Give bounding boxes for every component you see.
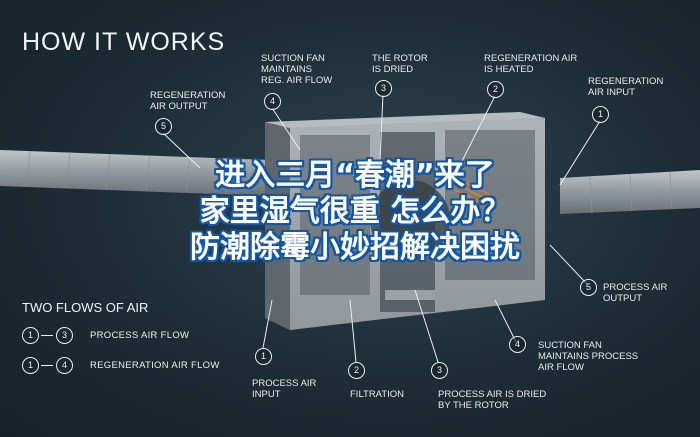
label-process-input: PROCESS AIR INPUT: [252, 378, 317, 400]
label-regen-heated: REGENERATION AIR IS HEATED: [484, 53, 578, 75]
flow-from-marker: 1: [22, 357, 39, 374]
flow-row-process: 1 3 PROCESS AIR FLOW: [22, 327, 282, 345]
marker-1-bottom: 1: [255, 348, 272, 365]
flow-to-marker: 3: [56, 327, 73, 344]
label-suction-fan-top: SUCTION FAN MAINTAINS REG. AIR FLOW: [261, 53, 333, 86]
marker-3-bottom: 3: [431, 362, 448, 379]
marker-4-top: 4: [264, 93, 281, 110]
label-filtration: FILTRATION: [350, 389, 405, 400]
label-regen-output: REGENERATION AIR OUTPUT: [150, 90, 226, 112]
flow-dash: [41, 365, 53, 366]
unit-body: [265, 112, 545, 330]
flow-label: REGENERATION AIR FLOW: [90, 360, 220, 371]
marker-1-top: 1: [592, 106, 609, 123]
headline-line-3: 防潮除霉小妙招解决困扰: [190, 230, 520, 265]
left-duct: [0, 150, 270, 196]
flow-dash: [41, 335, 53, 336]
article-headline-overlay: 进入三月“春潮”来了 家里湿气很重 怎么办？ 防潮除霉小妙招解决困扰: [95, 158, 615, 266]
marker-2-top: 2: [487, 81, 504, 98]
flows-title: TWO FLOWS OF AIR: [22, 300, 149, 315]
marker-4-bottom: 4: [509, 336, 526, 353]
page-title: HOW IT WORKS: [22, 28, 226, 56]
marker-2-bottom: 2: [348, 362, 365, 379]
label-regen-input: REGENERATION AIR INPUT: [588, 76, 664, 98]
leader-lines: [162, 94, 601, 363]
label-process-dried: PROCESS AIR IS DRIED BY THE ROTOR: [438, 389, 547, 411]
flow-row-regeneration: 1 4 REGENERATION AIR FLOW: [22, 357, 282, 375]
flow-to-marker: 4: [56, 357, 73, 374]
flow-from-marker: 1: [22, 327, 39, 344]
marker-5-top: 5: [155, 118, 172, 135]
label-suction-fan-bottom: SUCTION FAN MAINTAINS PROCESS AIR FLOW: [538, 340, 639, 373]
marker-5-right: 5: [580, 279, 597, 296]
headline-line-2: 家里湿气很重 怎么办？: [199, 194, 511, 229]
flow-label: PROCESS AIR FLOW: [90, 330, 190, 341]
marker-3-top: 3: [375, 80, 392, 97]
right-duct: [560, 170, 700, 214]
headline-line-1: 进入三月“春潮”来了: [215, 158, 495, 193]
label-process-output: PROCESS AIR OUTPUT: [603, 282, 668, 304]
label-rotor-dried: THE ROTOR IS DRIED: [372, 53, 428, 75]
